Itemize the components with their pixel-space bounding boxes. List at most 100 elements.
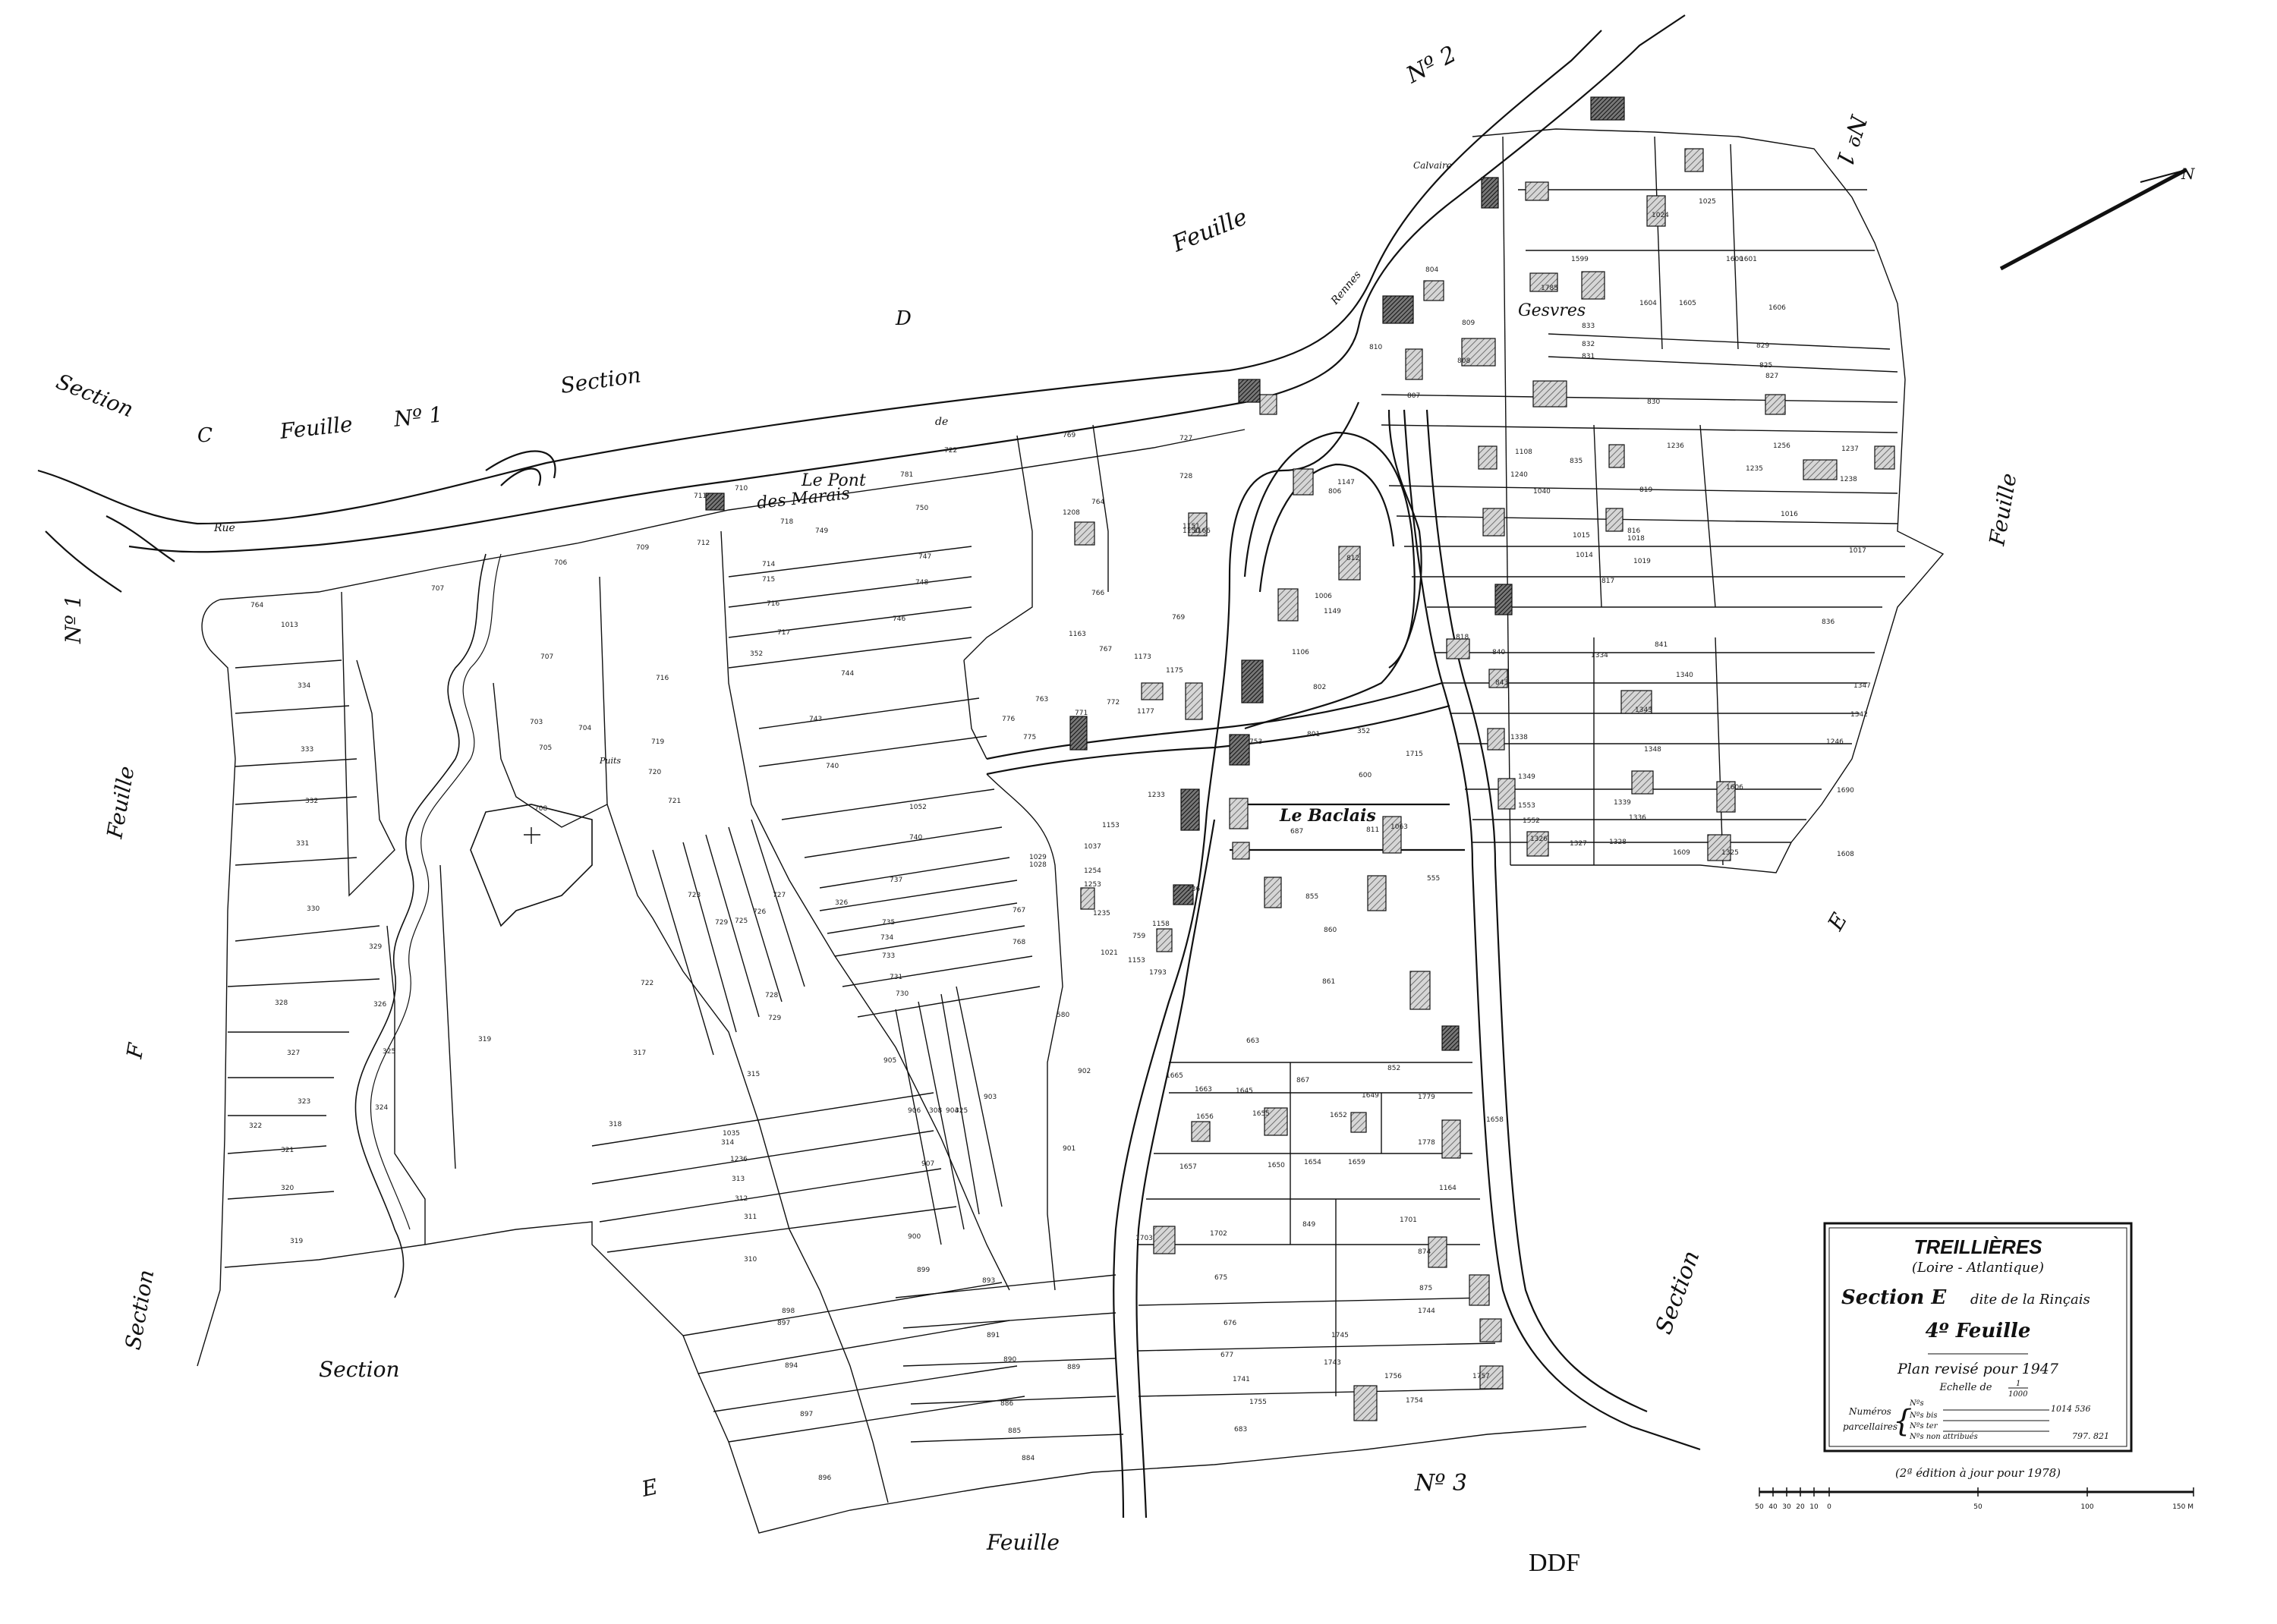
parcel-number: 1656 — [1196, 1113, 1214, 1121]
parcel-number: 1334 — [1591, 652, 1608, 659]
parcel-number: 707 — [431, 585, 444, 593]
parcel-number: 1343 — [1635, 707, 1652, 714]
parcel-number: 903 — [984, 1094, 997, 1101]
stream — [354, 553, 487, 1298]
parcel-number: 704 — [578, 725, 591, 732]
parcel-number: 764 — [1091, 499, 1104, 506]
parcel-number: 1342 — [1850, 711, 1868, 719]
parcel-number: 1755 — [1249, 1399, 1267, 1406]
building — [1264, 1107, 1288, 1136]
parcel-number: 763 — [1035, 696, 1048, 703]
parcel-number: 311 — [744, 1213, 757, 1221]
parcel-number: 885 — [1008, 1427, 1021, 1435]
cartouche-scale-label: Echelle de — [1939, 1382, 1992, 1393]
parcel-number: 1608 — [1837, 851, 1854, 858]
cartouche-frame — [1823, 1222, 2133, 1452]
parcel-number: 743 — [809, 716, 822, 723]
parcel-number: 1659 — [1348, 1159, 1365, 1166]
parcel-number: 841 — [1655, 641, 1668, 649]
parcel-number: 1756 — [1384, 1373, 1402, 1380]
stream-bank — [370, 553, 502, 1230]
parcel-number: 766 — [1091, 590, 1104, 597]
building — [1180, 788, 1200, 831]
building — [1481, 177, 1499, 209]
parcel-number: 327 — [287, 1050, 300, 1057]
parcel-number: 1158 — [1152, 921, 1170, 928]
parcel-number: 1743 — [1324, 1359, 1341, 1367]
building — [1487, 728, 1505, 751]
scale-tick-label: 40 — [1768, 1503, 1778, 1511]
parcel-number: 1006 — [1315, 593, 1332, 600]
cartouche-department: (Loire - Atlantique) — [1912, 1260, 2044, 1276]
building — [1423, 280, 1444, 301]
parcel-number: 333 — [301, 746, 313, 754]
parcel-number: 772 — [1107, 699, 1120, 707]
road-network — [37, 14, 1701, 1519]
parcel-number: 717 — [777, 629, 790, 637]
scale-tick-label: 50 — [1755, 1503, 1764, 1511]
building — [1264, 877, 1282, 908]
parcel-number: 1163 — [1069, 631, 1086, 638]
parcel-number: 1175 — [1166, 667, 1183, 675]
parcel-number: 830 — [1647, 398, 1660, 406]
parcel-number: 329 — [369, 943, 382, 951]
parcel-number: 811 — [1366, 826, 1379, 834]
parcel-number: 852 — [1387, 1065, 1400, 1072]
cartouche-commune: TREILLIÈRES — [1913, 1235, 2042, 1258]
building — [1153, 1226, 1176, 1254]
building — [1428, 1236, 1447, 1268]
parcel-number: 1600 — [1726, 256, 1743, 263]
label-left-num: Nº 1 — [61, 595, 86, 644]
parcel-number: 833 — [1582, 323, 1595, 330]
building — [1405, 348, 1423, 380]
parcel-number: 1703 — [1135, 1235, 1153, 1242]
parcel-number: 768 — [1013, 939, 1025, 946]
parcel-number: 721 — [668, 798, 681, 805]
parcel-number: 1173 — [1134, 653, 1151, 661]
parcel-number: 1016 — [1781, 511, 1798, 518]
parcel-number: 810 — [1369, 344, 1382, 351]
place-puits: Puits — [599, 756, 621, 766]
parcel-number: 1652 — [1330, 1112, 1347, 1119]
parcel-number: 683 — [1234, 1426, 1247, 1434]
parcel-number: 802 — [1313, 684, 1326, 691]
parcel-number: 1745 — [1331, 1332, 1349, 1339]
parcel-number: 1779 — [1418, 1094, 1435, 1101]
building — [1461, 338, 1496, 367]
parcel-number: 1208 — [1063, 509, 1080, 517]
parcel-number: 1236 — [1667, 442, 1684, 450]
building — [1229, 798, 1249, 829]
pond-cross — [524, 827, 540, 844]
parcel-number: 1024 — [1652, 212, 1669, 219]
building — [1080, 887, 1095, 910]
parcel-number: 727 — [773, 892, 786, 899]
parcel-number: 308 — [929, 1107, 942, 1115]
parcel-number: 580 — [1057, 1012, 1069, 1019]
scale-tick-label: 150 M — [2172, 1503, 2194, 1511]
parcel-number: 1702 — [1210, 1230, 1227, 1238]
parcel-number: 1338 — [1510, 734, 1528, 741]
parcel-number: 1649 — [1362, 1092, 1379, 1100]
parcel-number: 736 — [1187, 886, 1200, 893]
building — [1441, 1119, 1461, 1159]
building — [1529, 272, 1558, 292]
building — [1469, 1274, 1490, 1306]
parcel-number: 899 — [917, 1267, 930, 1274]
parcel-number: 323 — [298, 1098, 310, 1106]
parcel-number: 322 — [249, 1122, 262, 1130]
parcel-number: 906 — [908, 1107, 921, 1115]
parcel-number: 1552 — [1523, 817, 1540, 825]
parcel-number: 1029 — [1029, 854, 1047, 861]
parcel-number: 712 — [697, 540, 710, 547]
parcel-number: 893 — [982, 1277, 995, 1285]
parcel-number: 746 — [893, 615, 905, 623]
parcel-number: 849 — [1302, 1221, 1315, 1229]
label-top-right-num: Nº 1 — [1830, 112, 1872, 170]
place-des-marais: des Marais — [756, 484, 851, 513]
parcel-number: 703 — [530, 719, 543, 726]
parcel-number: 555 — [1427, 875, 1440, 883]
parcel-number: 1347 — [1853, 682, 1871, 690]
parcel-number: 706 — [554, 559, 567, 567]
parcel-number: 840 — [1492, 649, 1505, 656]
